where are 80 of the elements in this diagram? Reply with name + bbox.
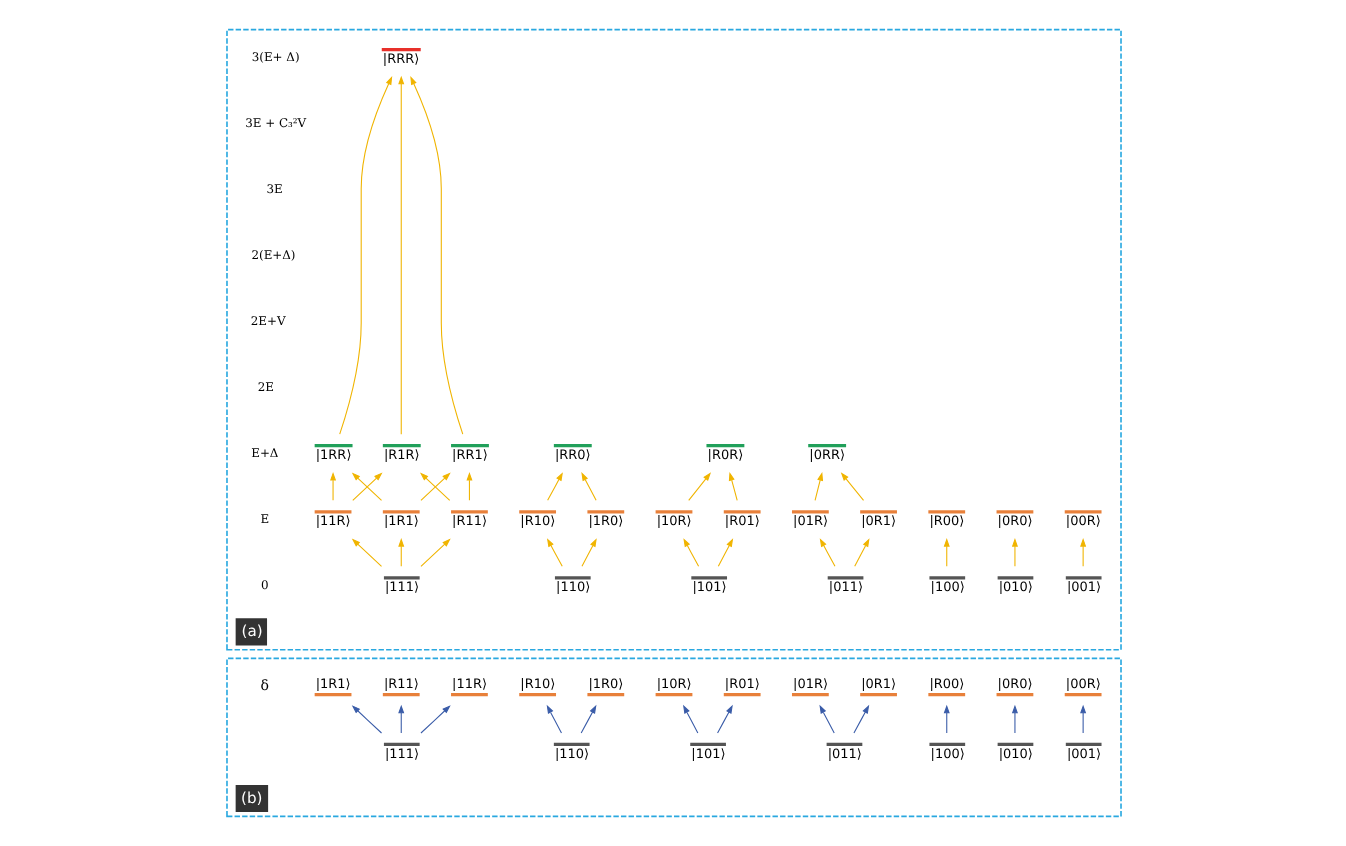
node-box <box>518 510 555 514</box>
arrow <box>397 75 404 435</box>
node-box <box>928 576 965 580</box>
node-box <box>381 444 420 448</box>
arrow <box>727 472 737 501</box>
node-box <box>518 693 555 697</box>
arrow <box>580 538 596 567</box>
arrow <box>682 538 699 567</box>
node-box <box>313 510 351 514</box>
arrow <box>813 472 823 501</box>
node-box <box>313 693 351 697</box>
node-box <box>586 693 624 697</box>
node-box <box>1064 576 1101 580</box>
node-box <box>928 742 965 747</box>
node-box <box>381 510 419 514</box>
node-box <box>995 693 1033 697</box>
node-box <box>552 742 589 747</box>
node-box <box>791 510 828 514</box>
arrow <box>1079 704 1086 734</box>
node-box <box>1064 742 1101 747</box>
arrow <box>419 538 450 567</box>
node-box <box>586 510 624 514</box>
arrow <box>716 704 732 734</box>
node-box <box>996 742 1033 747</box>
node-box <box>807 444 846 448</box>
arrow <box>1010 704 1017 734</box>
arrow <box>687 472 711 501</box>
node-box <box>382 576 419 580</box>
node-box <box>859 693 896 697</box>
node-box <box>722 510 760 514</box>
node-box <box>826 576 863 580</box>
node-box <box>996 576 1033 580</box>
arrow <box>942 704 949 734</box>
arrow <box>419 705 450 734</box>
arrow <box>682 704 698 734</box>
arrow <box>852 704 869 734</box>
node-box <box>553 576 590 580</box>
node-box <box>382 742 419 747</box>
arrow <box>350 538 382 567</box>
node-box <box>927 510 965 514</box>
arrow <box>839 472 864 501</box>
arrow <box>545 538 562 567</box>
arrow <box>942 537 949 567</box>
node-box <box>450 693 487 697</box>
arrow <box>545 704 561 734</box>
arrow <box>853 538 869 567</box>
arrow <box>338 76 392 435</box>
arrow <box>397 704 404 734</box>
node-box <box>313 444 352 448</box>
arrow <box>465 471 472 501</box>
arrow <box>329 471 336 501</box>
node-box <box>1063 693 1101 697</box>
arrow <box>546 472 562 501</box>
arrow <box>350 705 382 734</box>
node-box <box>450 444 488 448</box>
arrow <box>716 538 733 567</box>
node-box <box>1063 510 1101 514</box>
node-box <box>722 693 760 697</box>
node-box <box>995 510 1033 514</box>
node-box <box>381 693 419 697</box>
arrow <box>818 704 834 734</box>
arrow <box>580 472 596 501</box>
arrow <box>409 76 463 435</box>
arrow <box>1010 537 1017 567</box>
node-box <box>825 742 862 747</box>
node-box <box>859 510 896 514</box>
node-box <box>552 444 591 448</box>
node-box <box>791 693 828 697</box>
arrow <box>1079 537 1086 567</box>
node-box <box>690 576 727 580</box>
arrow <box>818 538 835 567</box>
arrow <box>397 537 404 567</box>
node-box <box>705 444 744 448</box>
node-box <box>689 742 725 747</box>
node-box <box>927 693 965 697</box>
arrow <box>579 704 596 734</box>
node-box <box>654 510 692 514</box>
node-box <box>380 47 420 52</box>
node-box <box>450 510 487 514</box>
node-box <box>654 693 692 697</box>
